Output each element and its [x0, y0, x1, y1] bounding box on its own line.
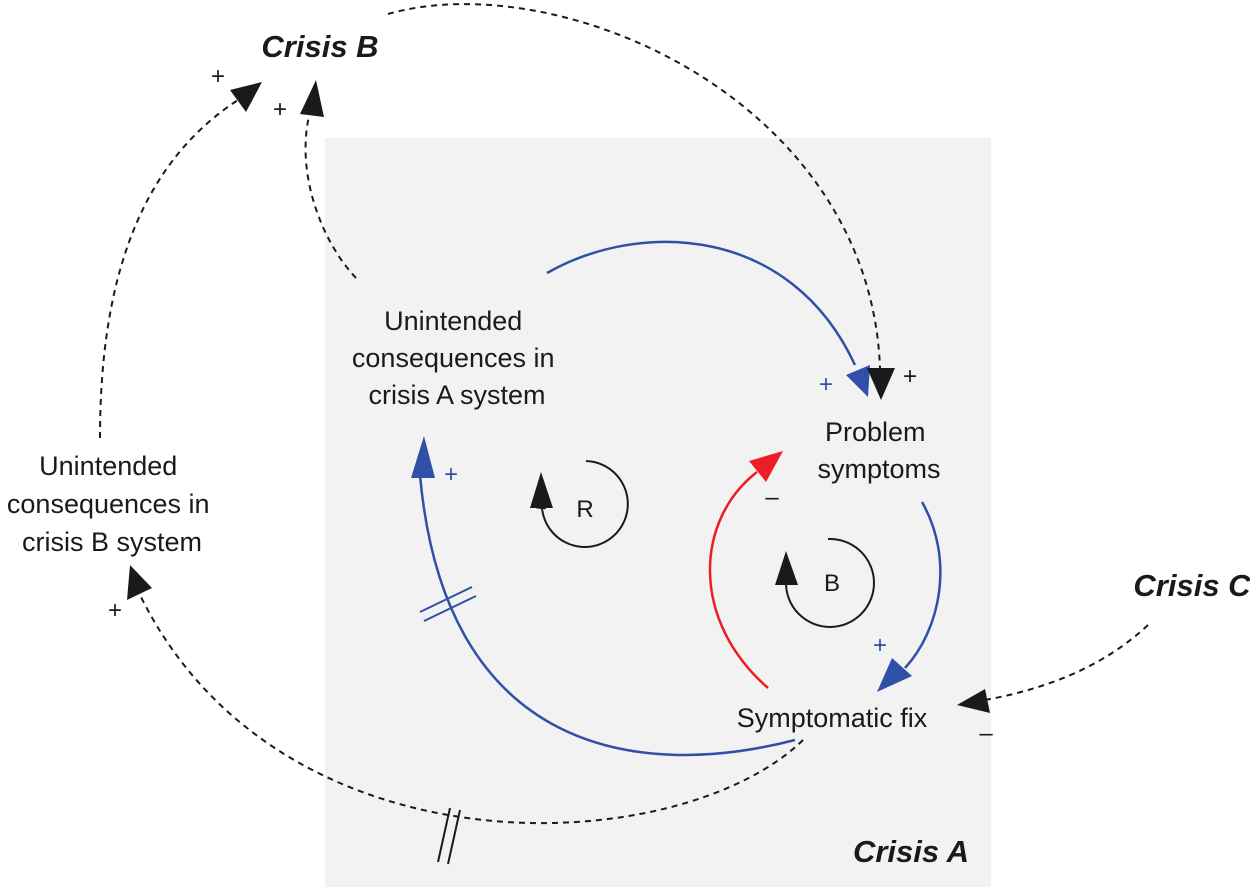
node-problem-symptoms: Problem symptoms: [817, 417, 940, 484]
arrowhead-unintended-a-to-crisis-b: [300, 80, 324, 117]
link-crisis-c-to-fix: [984, 624, 1149, 701]
polarity-unintended-a-to-problem: +: [819, 371, 833, 398]
arrowhead-unintended-a-to-problem: [846, 365, 870, 397]
loop-label-b: B: [824, 570, 840, 597]
polarity-crisis-c-to-fix: –: [979, 720, 993, 747]
loop-label-r: R: [576, 496, 593, 523]
link-unintended-b-to-crisis-b: [99, 99, 239, 439]
node-problem-line-1: Problem: [825, 417, 926, 447]
crisis-a-region: [325, 138, 991, 887]
link-fix-to-problem: [708, 471, 769, 689]
node-unintended-consequences-a: Unintended consequences in crisis A syst…: [352, 306, 562, 410]
link-fix-to-unintended-b: [139, 594, 804, 824]
crisis-a-title: Crisis A: [853, 834, 969, 869]
delay-mark-black: [437, 807, 461, 865]
arrowhead-crisis-b-to-problem: [867, 368, 895, 400]
node-unintended-b-line-3: crisis B system: [22, 527, 202, 557]
node-unintended-a-line-1: Unintended: [384, 306, 522, 336]
polarity-crisis-b-to-problem: +: [903, 363, 917, 390]
crisis-c-title: Crisis C: [1133, 568, 1250, 603]
node-unintended-b-line-1: Unintended: [39, 451, 177, 481]
node-symptomatic-fix: Symptomatic fix: [737, 703, 928, 733]
node-unintended-a-line-3: crisis A system: [368, 380, 545, 410]
polarity-unintended-b-to-crisis-b: +: [211, 63, 225, 90]
polarity-problem-to-fix: +: [873, 632, 887, 659]
link-unintended-a-to-problem: [546, 240, 857, 366]
delay-mark-blue: [419, 586, 477, 622]
node-unintended-a-line-2: consequences in: [352, 343, 555, 373]
arrowhead-unintended-b-to-crisis-b: [230, 82, 262, 112]
node-unintended-consequences-b: Unintended consequences in crisis B syst…: [7, 451, 217, 557]
arrowhead-fix-to-unintended-b: [127, 565, 152, 600]
polarity-fix-to-unintended-b: +: [108, 597, 122, 624]
arrowhead-crisis-c-to-fix: [957, 689, 990, 713]
reinforcing-loop-arrowhead: [530, 472, 553, 508]
balancing-loop-arrow: [784, 537, 875, 628]
link-problem-to-fix: [904, 501, 942, 669]
polarity-fix-to-unintended-a: +: [444, 461, 458, 488]
polarity-unintended-a-to-crisis-b: +: [273, 96, 287, 123]
polarity-fix-to-problem: –: [765, 484, 779, 511]
arrowhead-fix-to-unintended-a: [411, 436, 435, 478]
crisis-b-title: Crisis B: [261, 29, 378, 64]
node-problem-line-2: symptoms: [817, 454, 940, 484]
arrowhead-problem-to-fix: [877, 658, 912, 692]
link-crisis-b-to-problem: [387, 3, 881, 369]
balancing-loop-arrowhead: [775, 551, 798, 585]
reinforcing-loop-arrow: [536, 460, 629, 548]
arrowhead-fix-to-problem: [749, 451, 783, 482]
link-fix-to-unintended-a: [418, 474, 796, 757]
node-unintended-b-line-2: consequences in: [7, 489, 210, 519]
link-unintended-a-to-crisis-b: [304, 111, 357, 279]
